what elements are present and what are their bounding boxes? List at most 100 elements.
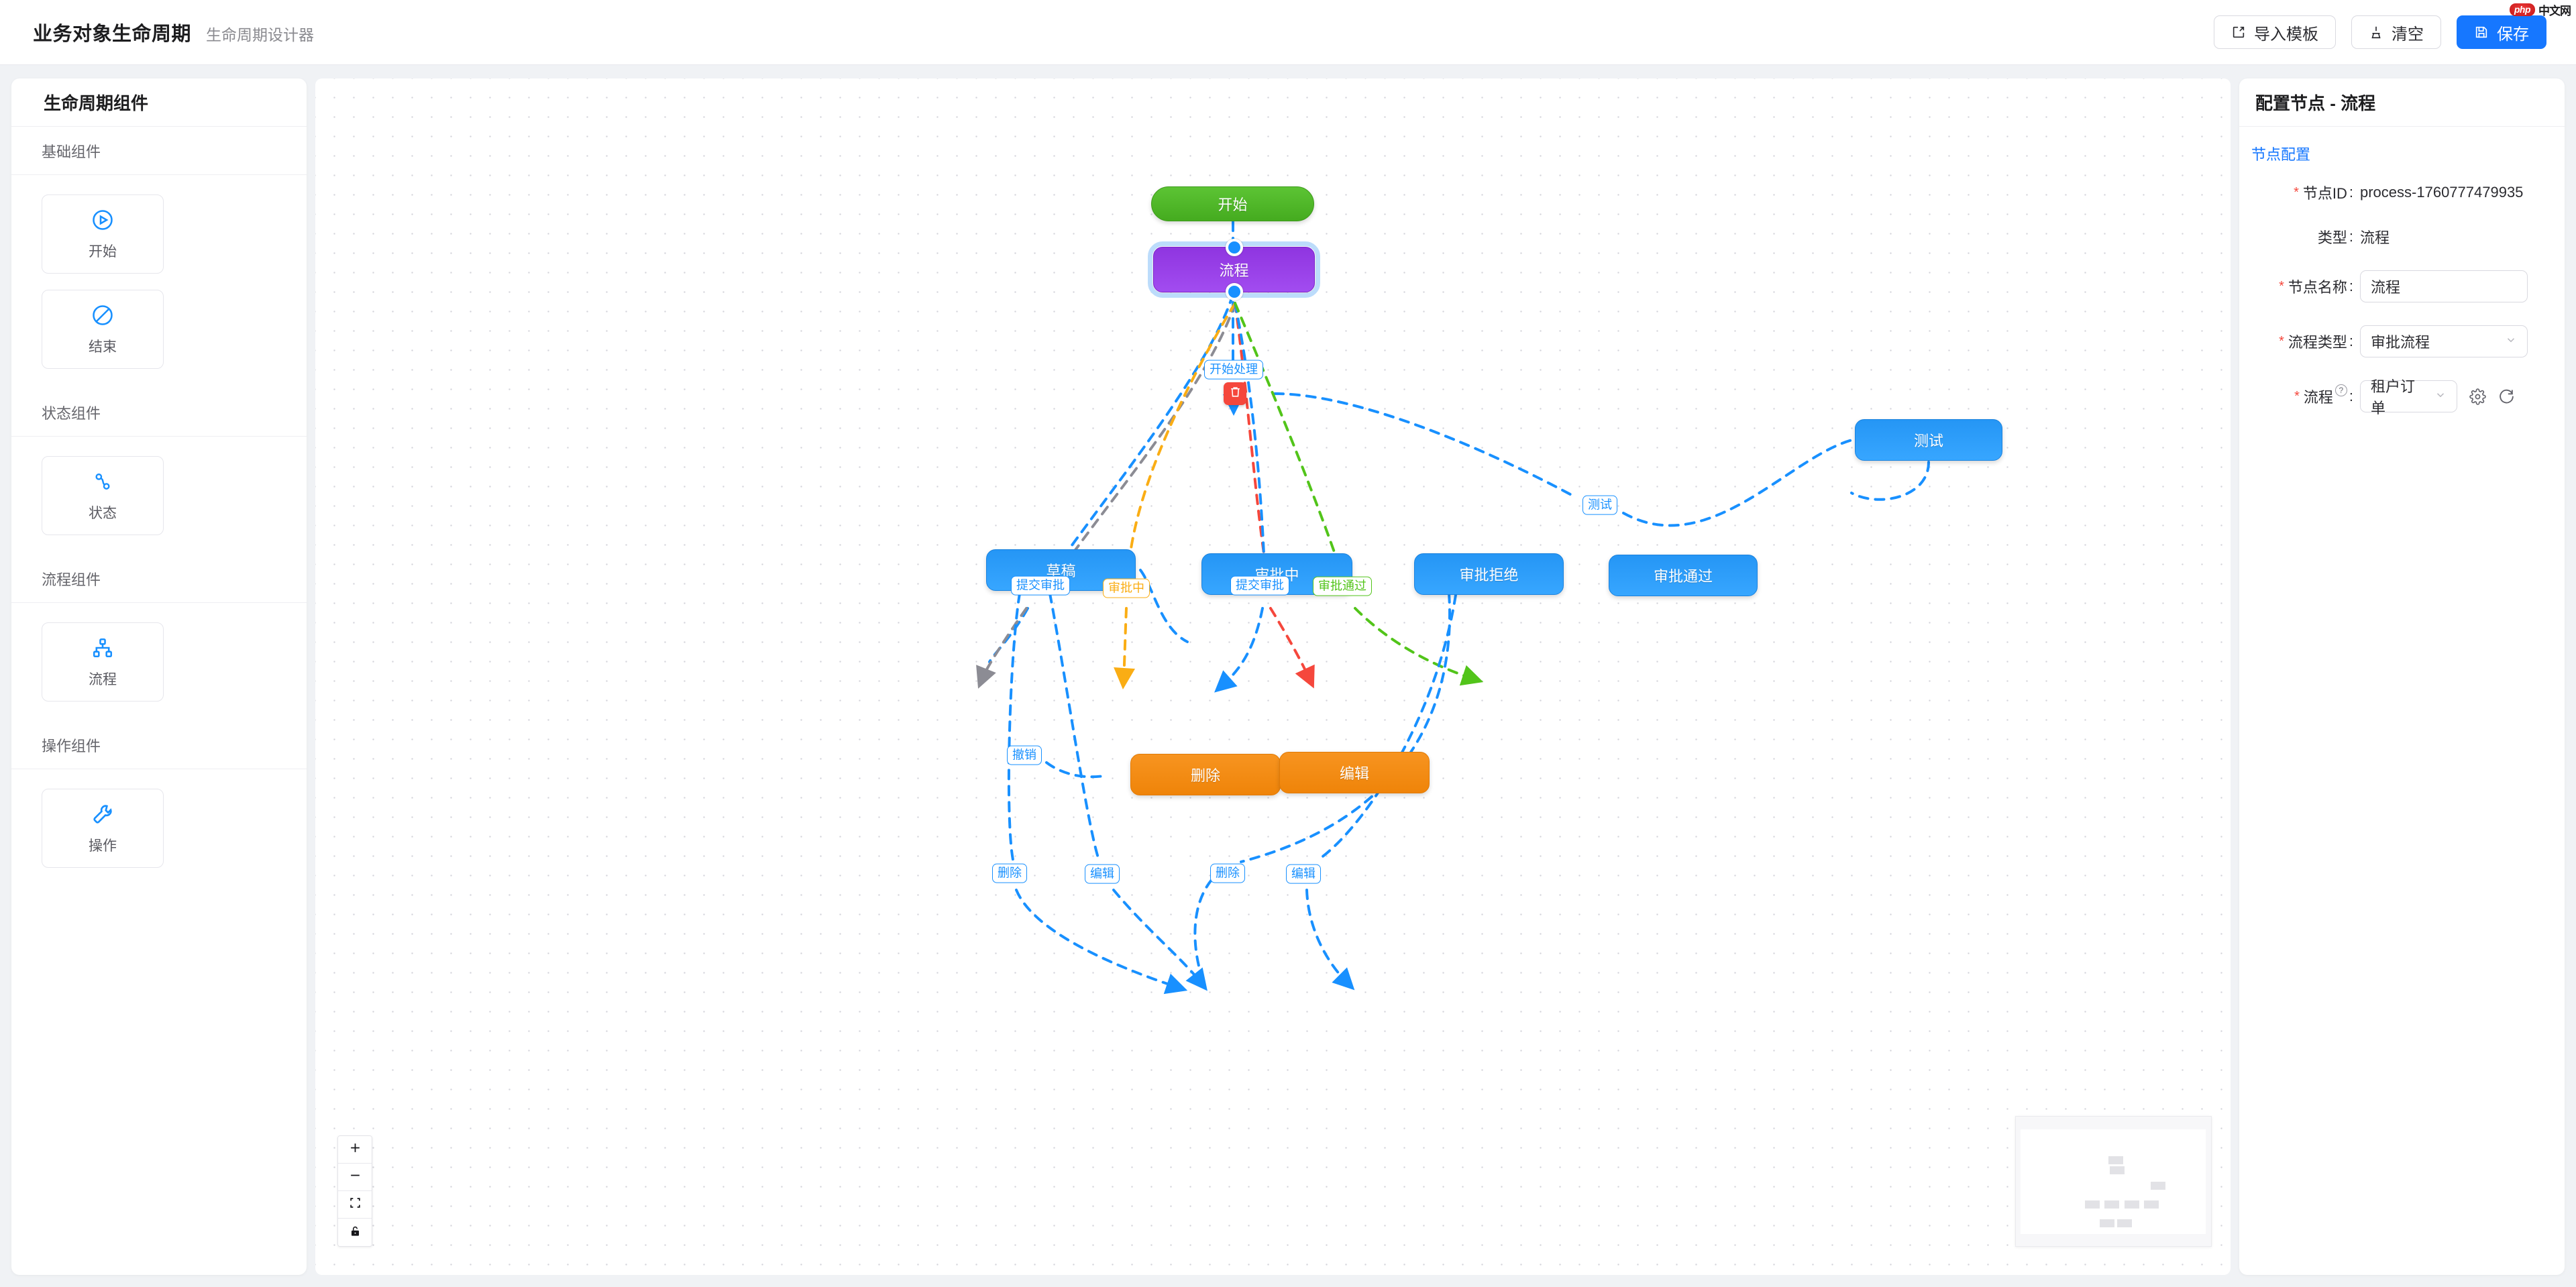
edge-label-submit-approval-2[interactable]: 提交审批 — [1230, 575, 1289, 596]
edge-label-start-process[interactable]: 开始处理 — [1204, 359, 1263, 380]
page-subtitle: 生命周期设计器 — [206, 26, 315, 44]
minimap-node — [2117, 1219, 2132, 1227]
edge-label-revoke[interactable]: 撤销 — [1007, 745, 1042, 765]
field-flow-type-label: * 流程类型 : — [2251, 331, 2353, 352]
edge-label-delete-1[interactable]: 删除 — [992, 863, 1027, 883]
canvas-controls — [337, 1135, 372, 1247]
edge-label-edit-2[interactable]: 编辑 — [1286, 864, 1321, 884]
component-process-label: 流程 — [89, 672, 117, 687]
flow-node-edit[interactable]: 编辑 — [1279, 752, 1430, 793]
field-flow-type-label-text: 流程类型 — [2288, 334, 2347, 351]
minimap-node — [2125, 1200, 2139, 1209]
field-type-value: 流程 — [2360, 229, 2390, 246]
component-sidebar: 生命周期组件 基础组件 开始 结束 状态组件 — [11, 78, 307, 1275]
import-icon — [2231, 25, 2246, 40]
minimap-viewport — [2021, 1129, 2206, 1234]
import-template-label: 导入模板 — [2254, 25, 2318, 44]
node-layer: 开始 流程 测试 草稿 审批中 审批拒绝 — [315, 78, 2231, 1275]
sidebar-section-title-basic: 基础组件 — [11, 127, 307, 175]
flow-node-test-label: 测试 — [1913, 433, 1943, 449]
sidebar-group-action: 操作 — [11, 769, 307, 887]
minimap-node — [2100, 1219, 2114, 1227]
minimap-node — [2108, 1156, 2123, 1164]
minimap-node — [2110, 1166, 2125, 1174]
field-type: 类型 : 流程 — [2251, 226, 2547, 247]
header-left: 业务对象生命周期 生命周期设计器 — [0, 18, 314, 46]
sitemap-icon — [91, 635, 114, 661]
zoom-in-button[interactable] — [338, 1136, 372, 1164]
zoom-out-button[interactable] — [338, 1164, 372, 1191]
colon: : — [2349, 228, 2353, 245]
import-template-button[interactable]: 导入模板 — [2214, 15, 2336, 49]
component-process[interactable]: 流程 — [42, 622, 164, 702]
minimap-node — [2104, 1200, 2119, 1209]
edge-delete-button[interactable] — [1224, 382, 1246, 405]
wrench-icon — [91, 801, 114, 827]
colon: : — [2349, 333, 2353, 349]
flow-node-test[interactable]: 测试 — [1855, 419, 2002, 461]
play-circle-icon — [91, 207, 115, 233]
fit-view-button[interactable] — [338, 1191, 372, 1219]
field-node-name-label: * 节点名称 : — [2251, 276, 2353, 297]
chevron-down-icon — [2505, 334, 2517, 349]
minimap[interactable] — [2015, 1116, 2212, 1247]
edge-label-test[interactable]: 测试 — [1582, 495, 1617, 515]
stop-circle-icon — [91, 302, 115, 328]
sidebar-section-title-process: 流程组件 — [11, 555, 307, 603]
sidebar-section-title-state: 状态组件 — [11, 388, 307, 437]
sidebar-section-title-action: 操作组件 — [11, 721, 307, 769]
flow-type-select[interactable]: 审批流程 — [2360, 325, 2528, 357]
lock-button[interactable] — [338, 1219, 372, 1246]
page-title: 业务对象生命周期 — [33, 23, 192, 45]
node-name-input[interactable]: 流程 — [2360, 270, 2528, 302]
field-type-label-text: 类型 — [2317, 229, 2347, 246]
required-mark: * — [2279, 333, 2284, 349]
flow-node-start[interactable]: 开始 — [1151, 186, 1314, 221]
flow-node-approved[interactable]: 审批通过 — [1609, 555, 1758, 596]
component-state[interactable]: 状态 — [42, 456, 164, 535]
settings-icon[interactable] — [2469, 388, 2486, 405]
save-button[interactable]: 保存 — [2457, 15, 2546, 49]
help-icon[interactable]: ? — [2334, 384, 2347, 402]
field-flow-type: * 流程类型 : 审批流程 — [2251, 325, 2547, 357]
flow-node-rejected-label: 审批拒绝 — [1459, 567, 1519, 583]
sidebar-group-state: 状态 — [11, 437, 307, 555]
flow-select[interactable]: 租户订单 — [2360, 378, 2457, 416]
broom-icon — [2369, 25, 2383, 40]
node-config-link[interactable]: 节点配置 — [2251, 146, 2311, 163]
colon: : — [2349, 388, 2353, 404]
flow-select-value: 租户订单 — [2371, 378, 2416, 416]
trash-icon — [1229, 386, 1242, 402]
edge-label-edit-1[interactable]: 编辑 — [1085, 864, 1120, 884]
minimap-node — [2085, 1200, 2100, 1209]
field-flow: * 流程 ? : 租户订单 — [2251, 378, 2547, 416]
connection-handle-top[interactable] — [1225, 239, 1243, 256]
flow-type-select-value: 审批流程 — [2371, 334, 2430, 351]
field-node-id: * 节点ID : process-1760777479935 — [2251, 182, 2547, 203]
edge-label-approving[interactable]: 审批中 — [1103, 578, 1150, 598]
flow-canvas[interactable]: 开始 流程 测试 草稿 审批中 审批拒绝 — [315, 78, 2231, 1275]
edge-label-delete-2[interactable]: 删除 — [1210, 863, 1245, 883]
save-icon — [2474, 25, 2489, 40]
flow-node-rejected[interactable]: 审批拒绝 — [1414, 553, 1564, 595]
required-mark: * — [2294, 184, 2299, 200]
minus-icon — [349, 1169, 362, 1185]
flow-node-process[interactable]: 流程 — [1148, 239, 1320, 300]
edge-label-approved[interactable]: 审批通过 — [1313, 576, 1372, 596]
flow-node-delete[interactable]: 删除 — [1130, 754, 1281, 795]
component-end[interactable]: 结束 — [42, 290, 164, 369]
component-state-label: 状态 — [89, 506, 117, 521]
flow-node-edit-label: 编辑 — [1339, 765, 1369, 782]
edge-label-submit-approval-1[interactable]: 提交审批 — [1011, 575, 1070, 596]
header-actions: 导入模板 清空 保存 — [2214, 15, 2576, 49]
state-nodes-icon — [91, 469, 114, 494]
connection-handle-bottom[interactable] — [1225, 283, 1243, 300]
flow-node-process-label: 流程 — [1219, 262, 1249, 279]
colon: : — [2349, 278, 2353, 294]
refresh-icon[interactable] — [2498, 388, 2515, 405]
flow-node-start-label: 开始 — [1218, 197, 1248, 213]
clear-button[interactable]: 清空 — [2351, 15, 2441, 49]
component-action[interactable]: 操作 — [42, 789, 164, 868]
component-start[interactable]: 开始 — [42, 194, 164, 274]
